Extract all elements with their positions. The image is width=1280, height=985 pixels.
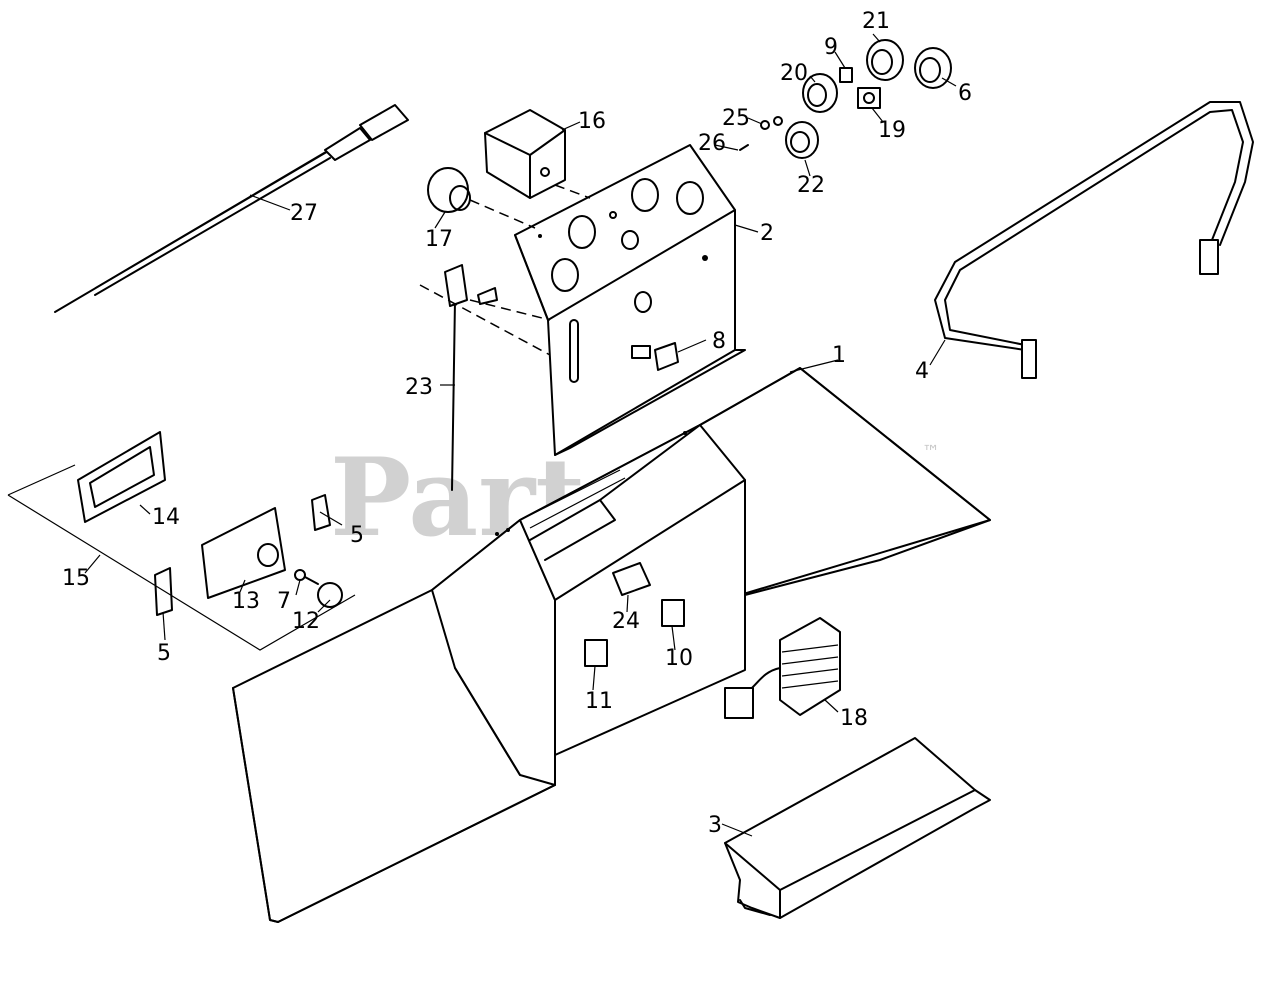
callout-16[interactable]: 16 [578, 109, 606, 134]
leader-lines [84, 33, 957, 837]
part-20-gauge[interactable] [802, 73, 838, 113]
callout-18[interactable]: 18 [840, 706, 868, 731]
callout-26[interactable]: 26 [698, 131, 726, 156]
callout-labels: 1 2 3 4 5 5 6 7 8 9 10 11 12 13 14 15 16… [62, 9, 972, 838]
callout-17[interactable]: 17 [425, 227, 453, 252]
part-21-gauge[interactable] [866, 39, 904, 81]
callout-6[interactable]: 6 [958, 81, 972, 106]
part-10-relay[interactable] [661, 599, 685, 627]
callout-14[interactable]: 14 [152, 505, 180, 530]
callout-5a[interactable]: 5 [350, 523, 364, 548]
part-15-mount-line [7, 464, 356, 651]
callout-21[interactable]: 21 [862, 9, 890, 34]
callout-27[interactable]: 27 [290, 201, 318, 226]
part-24-module[interactable] [612, 562, 651, 596]
part-22-gauge[interactable] [785, 121, 819, 159]
callout-22[interactable]: 22 [797, 173, 825, 198]
callout-15[interactable]: 15 [62, 566, 90, 591]
callout-4[interactable]: 4 [915, 359, 929, 384]
callout-8[interactable]: 8 [712, 329, 726, 354]
part-4-tube-frame[interactable] [934, 101, 1254, 379]
part-8-switch[interactable] [654, 342, 679, 371]
part-27-cable[interactable] [54, 104, 409, 313]
callout-1[interactable]: 1 [832, 343, 846, 368]
part-3-bottom-cover[interactable] [724, 737, 991, 919]
part-26-pin[interactable] [739, 144, 749, 151]
callout-10[interactable]: 10 [665, 646, 693, 671]
part-13-headlight[interactable] [201, 507, 286, 599]
callout-2[interactable]: 2 [760, 221, 774, 246]
callout-11[interactable]: 11 [585, 689, 613, 714]
callout-7[interactable]: 7 [277, 589, 291, 614]
part-2-instrument-panel[interactable] [514, 144, 746, 456]
part-11-relay[interactable] [584, 639, 608, 667]
part-23-lever[interactable] [419, 264, 551, 491]
callout-23[interactable]: 23 [405, 375, 433, 400]
callout-25[interactable]: 25 [722, 106, 750, 131]
part-17-ignition[interactable] [427, 167, 536, 229]
part-14-lens[interactable] [77, 431, 166, 523]
callout-12[interactable]: 12 [292, 609, 320, 634]
part-7-bulb[interactable] [294, 569, 319, 585]
callout-3[interactable]: 3 [708, 813, 722, 838]
callout-5b[interactable]: 5 [157, 641, 171, 666]
part-18-regulator[interactable] [724, 617, 841, 719]
watermark-trademark: ™ [922, 442, 940, 463]
part-12-socket[interactable] [317, 582, 343, 608]
callout-19[interactable]: 19 [878, 118, 906, 143]
part-19-switch[interactable] [857, 87, 881, 109]
callout-13[interactable]: 13 [232, 589, 260, 614]
callout-9[interactable]: 9 [824, 35, 838, 60]
callout-24[interactable]: 24 [612, 609, 640, 634]
callout-20[interactable]: 20 [780, 61, 808, 86]
part-6-gauge[interactable] [914, 47, 952, 89]
part-9-switch[interactable] [839, 67, 853, 83]
part-25-screws[interactable] [760, 116, 783, 130]
part-16-module[interactable] [484, 109, 591, 199]
part-5-bracket-b[interactable] [154, 567, 173, 616]
